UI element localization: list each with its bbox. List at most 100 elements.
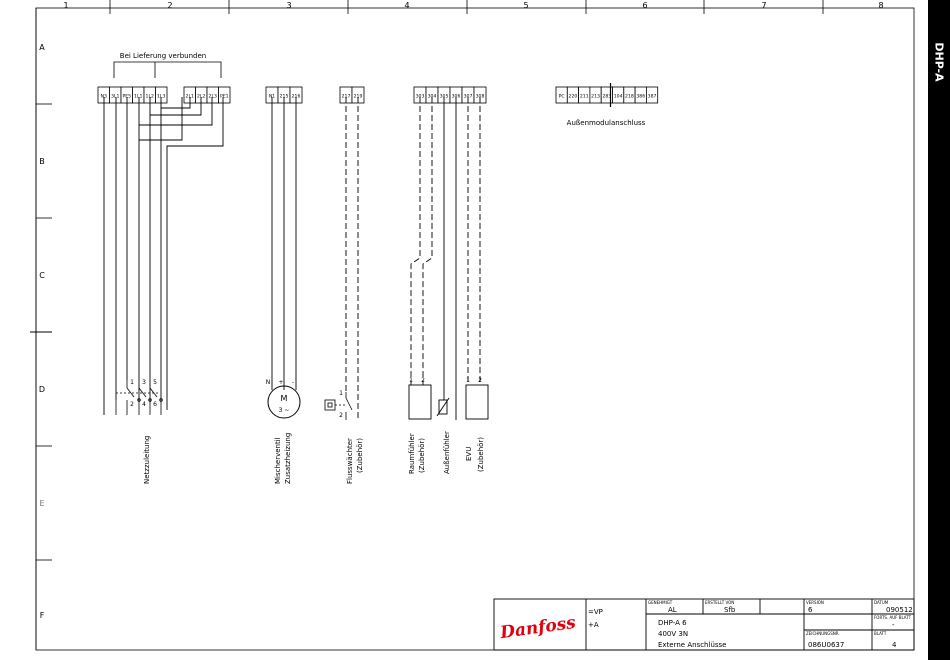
terminal-label: N1	[269, 94, 275, 100]
terminal-cell	[646, 86, 659, 104]
motor-sub: 3 ~	[279, 407, 290, 414]
code-vp: =VP	[588, 608, 603, 616]
datum-value: 090512	[886, 606, 913, 614]
blatt-value: 4	[892, 641, 897, 649]
terminal-label: 305	[440, 94, 449, 100]
code-a: +A	[588, 621, 599, 629]
terminal-label: PC	[559, 94, 565, 100]
version-value: 6	[808, 606, 813, 614]
label-netzzuleitung: Netzzuleitung	[143, 436, 151, 484]
terminal-label: 1L1	[134, 94, 142, 100]
sensor-symbols	[408, 384, 489, 420]
delivery-bracket	[113, 61, 222, 78]
col-label: 1	[63, 1, 68, 10]
terminal-label: 304	[428, 94, 437, 100]
erstellt-value: Sfb	[724, 606, 736, 614]
switch-number: 6	[153, 401, 157, 408]
label-mischerventil: Mischerventil	[274, 437, 282, 484]
col-label: 4	[404, 1, 409, 10]
flow-switch-number: 1	[339, 390, 343, 397]
sheet-title: DHP-A	[932, 42, 946, 82]
motor-terminal: -	[292, 379, 294, 386]
terminal-label: 2L1	[186, 94, 194, 100]
forts-label: FORTS. AUF BLATT	[874, 615, 912, 620]
flow-switch-symbol	[324, 392, 353, 420]
row-label: B	[39, 157, 45, 166]
component-labels: Netzzuleitung Mischerventil Zusatzheizun…	[143, 431, 485, 484]
terminal-label: 283	[602, 94, 611, 100]
zeichnungsnr-value: 086U0637	[808, 641, 844, 649]
terminal-label: 1L3	[157, 94, 165, 100]
col-label: 5	[523, 1, 528, 10]
blatt-label: BLATT	[874, 631, 887, 636]
desc-line-1: DHP-A 6	[658, 619, 687, 627]
terminal-label: 220	[569, 94, 578, 100]
col-label: 7	[761, 1, 766, 10]
forts-value: -	[892, 621, 895, 629]
switch-number: 4	[142, 401, 146, 408]
zeichnungsnr-label: ZEICHNUNGSNR.	[806, 631, 840, 636]
danfoss-logo: Danfoss	[498, 613, 577, 644]
terminal-label: 2L3	[209, 94, 217, 100]
terminal-label: 216	[292, 94, 301, 100]
outdoor-module-label: Außenmodulanschluss	[567, 119, 646, 127]
sensor-number: 2	[478, 377, 482, 384]
title-block	[493, 598, 915, 651]
sensor-number: 2	[421, 377, 425, 384]
label-flusswaechter: Flusswächter	[346, 438, 354, 484]
col-label: 6	[642, 1, 647, 10]
mains-switch	[115, 380, 163, 415]
col-label: 3	[286, 1, 291, 10]
genehmigt-label: GENEHMIGT	[648, 600, 673, 605]
wires-solid	[103, 97, 457, 420]
motor-symbol: M 3 ~ N + -	[266, 379, 301, 419]
row-label: A	[39, 43, 45, 52]
sensor-number: 1	[466, 377, 470, 384]
sensor-numbers: 1 2 1 2	[409, 377, 482, 384]
terminal-cell	[218, 86, 231, 104]
label-flusswaechter-zubehoer: (Zubehör)	[356, 438, 364, 473]
motor-label: M	[281, 394, 288, 403]
label-aussenfuehler: Außenfühler	[443, 431, 451, 474]
terminal-label: 104	[614, 94, 623, 100]
motor-terminal: +	[278, 379, 283, 386]
column-labels: 1 2 3 4 5 6 7 8	[63, 1, 883, 10]
title-block-captions: GENEHMIGT ERSTELLT VON VERSION DATUM FOR…	[648, 600, 912, 636]
terminal-label: 307	[464, 94, 473, 100]
desc-line-3: Externe Anschlüsse	[658, 641, 726, 649]
terminal-label: PE1	[220, 94, 229, 100]
erstellt-label: ERSTELLT VON	[705, 600, 734, 605]
terminal-label: 218	[625, 94, 634, 100]
terminal-label: 213	[591, 94, 600, 100]
switch-number: 3	[142, 379, 146, 386]
col-label: 2	[167, 1, 172, 10]
col-label: 8	[878, 1, 883, 10]
frame	[35, 0, 915, 651]
terminal-label: 386	[636, 94, 645, 100]
sheet-title-bar	[928, 0, 950, 660]
switch-number: 5	[153, 379, 157, 386]
terminal-label: 211	[580, 94, 589, 100]
terminal-label: N3	[101, 94, 107, 100]
row-label: D	[39, 385, 45, 394]
flow-switch-number: 2	[339, 412, 343, 419]
terminal-label: 219	[354, 94, 363, 100]
row-label: C	[39, 271, 45, 280]
terminal-label: 3L1	[111, 94, 119, 100]
terminal-label: 2L2	[197, 94, 205, 100]
terminal-label: 387	[648, 94, 657, 100]
switch-numbers: 1 2 3 4 5 6	[130, 379, 157, 408]
sensor-number: 1	[409, 377, 413, 384]
terminal-label: 303	[416, 94, 425, 100]
row-label: F	[40, 611, 45, 620]
motor-terminal: N	[266, 379, 271, 386]
label-evu: EVU	[465, 447, 473, 461]
switch-number: 1	[130, 379, 134, 386]
terminal-label: 308	[476, 94, 485, 100]
row-labels: A B C D E F	[39, 43, 45, 620]
label-raumfuehler-zubehoer: (Zubehör)	[418, 438, 426, 473]
switch-number: 2	[130, 401, 134, 408]
wires-dashed	[345, 97, 481, 420]
terminal-label: 215	[280, 94, 289, 100]
row-label: E	[39, 499, 44, 508]
